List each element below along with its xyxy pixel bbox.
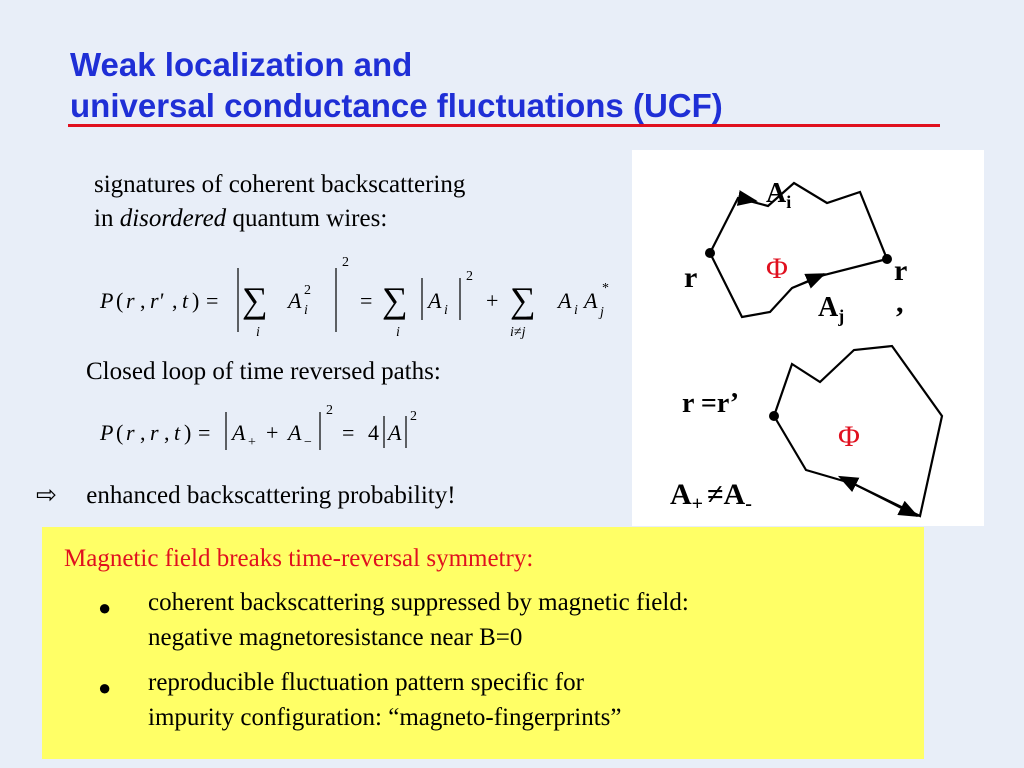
enhanced-text: enhanced backscattering probability! (86, 482, 456, 509)
equation-1: P ( r , r' , t ) = ∑ i A i 2 2 = ∑ i A i… (99, 255, 609, 340)
bullet-2-text: reproducible fluctuation pattern specifi… (148, 665, 621, 735)
eq2-eq2: = (342, 420, 354, 445)
eq1-sum3: ∑ (510, 280, 536, 320)
phi-lower: Φ (838, 420, 860, 453)
eq2-p: P (99, 420, 113, 445)
title-line-2: universal conductance fluctuations (UCF) (70, 87, 723, 124)
eq1-comma1: , (140, 288, 146, 313)
path-j (709, 252, 888, 319)
intro-line-2-post: quantum wires: (226, 205, 388, 232)
eq2-comma1: , (140, 420, 146, 445)
label-ai: Ai (766, 178, 791, 212)
eq1-a2: A (426, 288, 442, 313)
label-rprime: r (894, 254, 907, 287)
eq2-four: 4 (368, 420, 379, 445)
eq1-a1: A (286, 288, 302, 313)
point-rprime (882, 254, 892, 264)
eq1-star: * (602, 281, 609, 296)
double-arrow (837, 475, 919, 517)
label-aj: Aj (818, 292, 844, 326)
intro-text: signatures of coherent backscattering in… (94, 168, 465, 236)
eq2-a2: A (286, 420, 302, 445)
label-r: r (684, 261, 697, 294)
eq1-sum1: ∑ (242, 280, 268, 320)
eq1-a1-sub: i (304, 303, 308, 318)
eq1-a2-sub: i (444, 303, 448, 318)
eq2-r2: r (150, 420, 159, 445)
path-diagram-svg: Ai Aj Φ r r , r =r’ Φ A+≠A- (670, 178, 944, 518)
bullet-1-line-2: negative magnetoresistance near B=0 (148, 624, 523, 651)
bullet-icon: ● (98, 595, 112, 620)
eq2-close: ) (184, 420, 191, 445)
eq1-plus: + (486, 288, 498, 313)
right-arrow-icon: ⇨ (36, 482, 57, 509)
point-r-eq (769, 411, 779, 421)
closed-loop (772, 344, 944, 518)
eq1-sq: 2 (342, 255, 349, 270)
bullet-1-line-1: coherent backscattering suppressed by ma… (148, 589, 689, 616)
eq1-a4: A (582, 288, 598, 313)
label-rprime-mark: , (896, 286, 904, 319)
eq1-rprime: r' (150, 288, 164, 313)
eq1-sum2: ∑ (382, 280, 408, 320)
enhanced-line: ⇨ enhanced backscattering probability! (36, 480, 456, 510)
path-diagram: Ai Aj Φ r r , r =r’ Φ A+≠A- (632, 150, 984, 526)
eq2-eq1: = (198, 420, 210, 445)
eq1-sum2-idx: i (396, 325, 400, 340)
eq2-a3: A (386, 420, 402, 445)
equation-2: P ( r , r , t ) = A + + A − 2 = 4 A 2 (99, 403, 417, 450)
phi-upper: Φ (766, 252, 788, 285)
intro-line-2-em: disordered (119, 205, 227, 232)
title-line-1: Weak localization and (70, 46, 413, 83)
bullet-icon: ● (98, 675, 112, 700)
eq2-open: ( (116, 420, 123, 445)
eq1-a4-sub: j (598, 305, 604, 320)
slide-title: Weak localization and universal conducta… (70, 44, 723, 126)
intro-line-2-pre: in (94, 205, 120, 232)
eq1-a3-sub: i (574, 303, 578, 318)
label-r-eq: r =r’ (682, 388, 739, 419)
eq1-a1-sup: 2 (304, 283, 311, 298)
eq1-sq2: 2 (466, 269, 473, 284)
path-j-arrow (791, 273, 826, 289)
eq2-t: t (174, 420, 181, 445)
eq1-eq2: = (360, 288, 372, 313)
eq2-comma2: , (164, 420, 170, 445)
path-i-arrow (736, 190, 758, 206)
label-a-plus-neq-a-minus: A+≠A- (670, 478, 752, 515)
box-title: Magnetic field breaks time-reversal symm… (64, 545, 534, 572)
eq2-a2-sub: − (304, 435, 312, 450)
bullet-2-line-2: impurity configuration: “magneto-fingerp… (148, 704, 622, 731)
title-underline (68, 124, 940, 127)
eq2-plus: + (266, 420, 278, 445)
eq1-open: ( (116, 288, 123, 313)
eq1-p: P (99, 288, 113, 313)
eq2-sq1: 2 (326, 403, 333, 418)
eq2-r1: r (126, 420, 135, 445)
point-r (705, 248, 715, 258)
path-i (709, 181, 889, 260)
eq1-t: t (182, 288, 189, 313)
eq2-a1: A (230, 420, 246, 445)
eq1-sum3-idx: i≠j (510, 325, 526, 340)
eq1-sum1-idx: i (256, 325, 260, 340)
magnetic-field-box: Magnetic field breaks time-reversal symm… (42, 527, 924, 759)
eq1-r: r (126, 288, 135, 313)
loop-text: Closed loop of time reversed paths: (86, 358, 441, 385)
intro-line-1: signatures of coherent backscattering (94, 171, 466, 198)
eq1-close: ) (192, 288, 199, 313)
eq1-a3: A (556, 288, 572, 313)
bullet-1-text: coherent backscattering suppressed by ma… (148, 585, 689, 655)
eq2-a1-sub: + (248, 435, 256, 450)
bullet-2-line-1: reproducible fluctuation pattern specifi… (148, 669, 584, 696)
eq1-eq1: = (206, 288, 218, 313)
eq1-comma2: , (172, 288, 178, 313)
eq2-sq2: 2 (410, 409, 417, 424)
